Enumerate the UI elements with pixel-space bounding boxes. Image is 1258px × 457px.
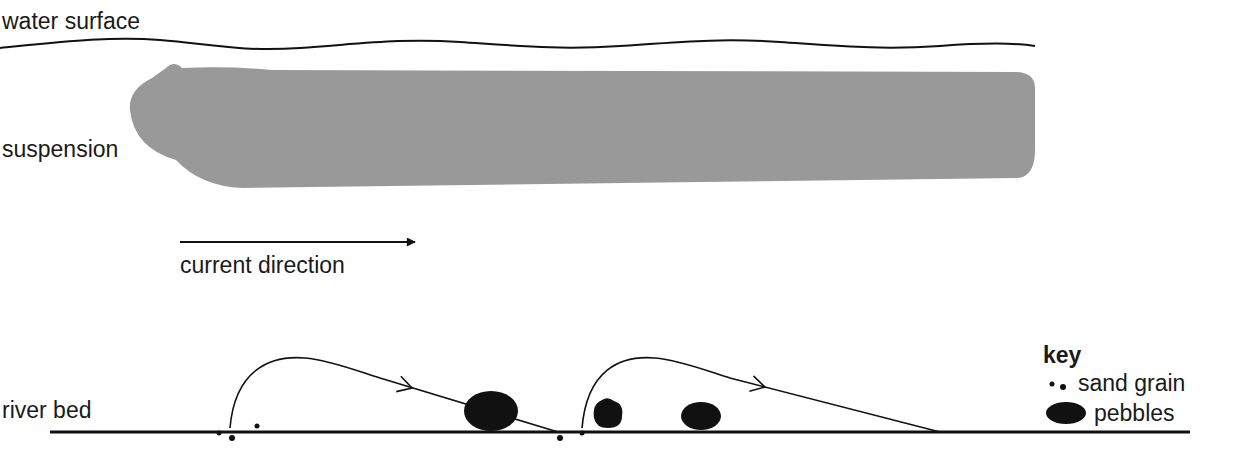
saltation-path xyxy=(582,358,940,432)
current-arrow xyxy=(180,241,415,243)
water-surface-line xyxy=(0,39,1035,49)
river-bed-label: river bed xyxy=(2,397,91,423)
water-surface-label: water surface xyxy=(2,8,140,34)
suspension-label: suspension xyxy=(2,136,118,162)
saltation-arrowhead xyxy=(396,376,412,391)
legend-entry: sand grain xyxy=(1078,370,1185,396)
legend-entry: pebbles xyxy=(1094,400,1175,426)
legend-pebble-sample xyxy=(1046,402,1086,424)
key-heading: key xyxy=(1043,342,1081,368)
legend-sand-sample xyxy=(1050,382,1067,391)
saltation-path xyxy=(230,358,558,432)
pebbles xyxy=(464,391,721,431)
sand-grains xyxy=(217,424,585,442)
suspension-cloud xyxy=(130,64,1035,188)
current-label: current direction xyxy=(180,252,345,278)
saltation-arrowhead xyxy=(749,376,765,391)
